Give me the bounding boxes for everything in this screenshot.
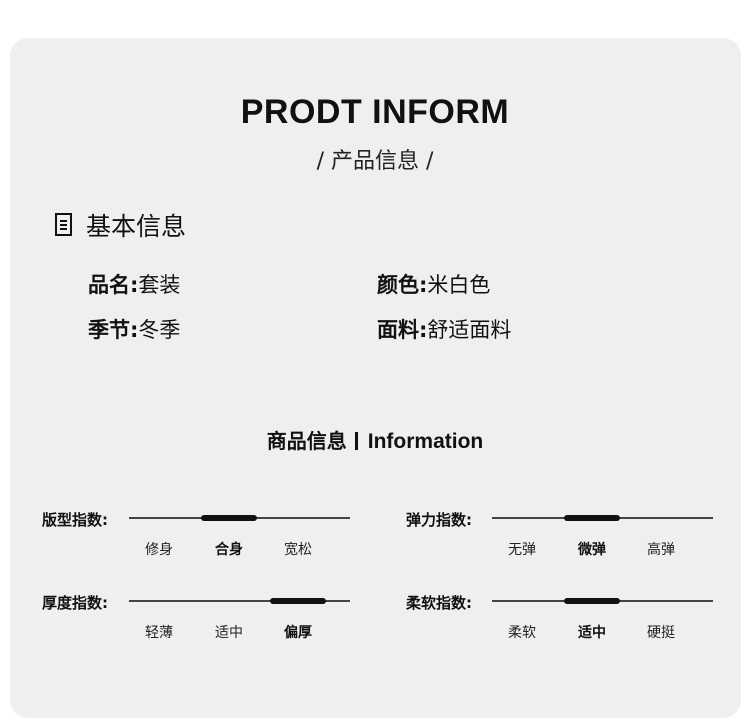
field-color-value: 米白色 — [427, 273, 491, 297]
info-title-cn: 商品信息 — [266, 429, 347, 453]
page-title: PRODT INFORM — [240, 93, 510, 131]
page-subtitle: / 产品信息 / — [316, 149, 434, 174]
scale-softness-option: 硬挺 — [647, 625, 675, 641]
scale-softness-marker — [564, 598, 620, 604]
scale-softness-option: 适中 — [578, 625, 606, 641]
product-info-card — [10, 38, 741, 718]
scale-elastic-label: 弹力指数: — [406, 511, 472, 529]
field-season-key: 季节: — [88, 318, 139, 342]
scale-elastic-option: 无弹 — [508, 542, 536, 558]
field-name-key: 品名: — [88, 273, 139, 297]
info-title-en: Information — [367, 430, 484, 453]
scale-elastic-option: 微弹 — [578, 542, 606, 558]
field-fabric: 面料:舒适面料 — [377, 314, 511, 344]
scale-fit-label: 版型指数: — [42, 511, 108, 529]
scale-fit-option: 修身 — [145, 542, 173, 558]
field-name: 品名:套装 — [88, 269, 180, 299]
scale-elastic-option: 高弹 — [647, 542, 675, 558]
field-color: 颜色:米白色 — [377, 269, 490, 299]
scale-thickness-track — [129, 600, 350, 602]
field-name-value: 套装 — [138, 273, 181, 297]
field-fabric-key: 面料: — [377, 318, 428, 342]
info-header: 商品信息 Information — [0, 425, 750, 454]
document-icon — [55, 213, 72, 236]
scale-softness-label: 柔软指数: — [406, 594, 472, 612]
scale-thickness-option: 适中 — [215, 625, 243, 641]
scale-elastic-marker — [564, 515, 620, 521]
scale-thickness-option: 轻薄 — [145, 625, 173, 641]
scale-fit-option: 合身 — [215, 542, 243, 558]
scale-thickness-label: 厚度指数: — [42, 594, 108, 612]
field-season: 季节:冬季 — [88, 314, 180, 344]
field-fabric-value: 舒适面料 — [427, 318, 512, 342]
scale-softness-option: 柔软 — [508, 625, 536, 641]
basic-info-title: 基本信息 — [86, 212, 187, 241]
scale-fit-marker — [201, 515, 257, 521]
scale-thickness-marker — [270, 598, 326, 604]
field-season-value: 冬季 — [138, 318, 181, 342]
field-color-key: 颜色: — [377, 273, 428, 297]
scale-fit-option: 宽松 — [284, 542, 312, 558]
scale-thickness-option: 偏厚 — [284, 625, 312, 641]
basic-info-header: 基本信息 — [54, 207, 186, 243]
info-divider — [354, 432, 358, 450]
